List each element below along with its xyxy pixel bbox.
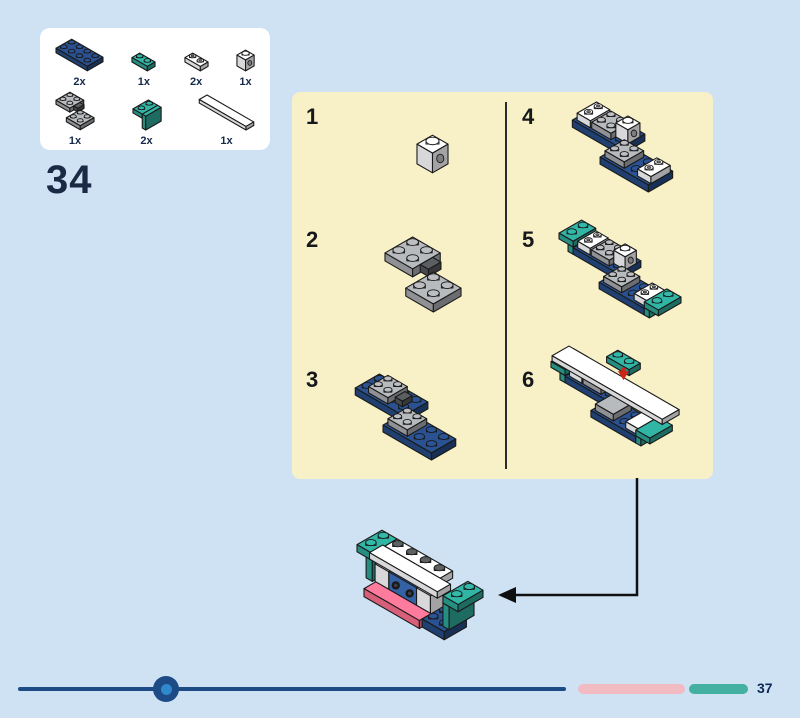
substep-number-3: 3 <box>306 367 319 392</box>
part-white-tile-icon <box>195 91 258 134</box>
progress-knob <box>153 676 179 702</box>
part-item: 1x <box>52 88 98 147</box>
step-2-figure <box>340 232 505 317</box>
part-quantity: 1x <box>220 135 233 147</box>
callout-arrow <box>498 478 639 603</box>
step-3-figure <box>308 364 503 469</box>
part-quantity: 2x <box>190 76 203 88</box>
part-item: 2x <box>181 49 212 88</box>
progress-segment-teal <box>689 684 748 694</box>
page-number: 37 <box>757 680 773 696</box>
part-teal-bracket-icon <box>129 96 165 134</box>
parts-row-1: 2x 1x 2x 1x <box>52 35 258 88</box>
part-white-headlight-brick-icon <box>233 46 258 75</box>
step-1-figure <box>362 114 502 194</box>
part-dark-blue-plate-icon <box>52 35 107 75</box>
part-teal-plate-icon <box>128 49 159 75</box>
step-5-figure <box>532 218 708 320</box>
parts-row-2: 1x 2x 1x <box>52 88 258 147</box>
part-quantity: 2x <box>140 135 153 147</box>
substep-number-6: 6 <box>522 367 535 392</box>
step-4-figure <box>536 96 708 198</box>
part-item: 1x <box>128 49 159 88</box>
assembled-model-figure <box>330 515 510 655</box>
substep-number-2: 2 <box>306 227 319 252</box>
substep-number-1: 1 <box>306 104 319 129</box>
progress-segment-pink <box>578 684 685 694</box>
part-item: 1x <box>195 91 258 147</box>
part-white-plate-icon <box>181 49 212 75</box>
step-6-figure <box>522 320 708 472</box>
sub-steps-panel: 1 2 3 4 5 6 <box>292 92 713 479</box>
progress-line <box>18 687 566 691</box>
parts-list-box: 2x 1x 2x 1x 1x 2x <box>40 28 270 150</box>
panel-divider <box>505 102 507 469</box>
part-item: 2x <box>52 35 107 88</box>
substep-number-5: 5 <box>522 227 535 252</box>
progress-knob-dot <box>160 683 172 695</box>
part-quantity: 2x <box>73 76 86 88</box>
part-quantity: 1x <box>239 76 252 88</box>
part-item: 1x <box>233 46 258 88</box>
step-number: 34 <box>46 158 93 202</box>
part-item: 2x <box>129 96 165 147</box>
substep-number-4: 4 <box>522 104 535 129</box>
part-quantity: 1x <box>137 76 150 88</box>
part-gray-hinge-plate-icon <box>52 88 98 134</box>
part-quantity: 1x <box>68 135 82 147</box>
